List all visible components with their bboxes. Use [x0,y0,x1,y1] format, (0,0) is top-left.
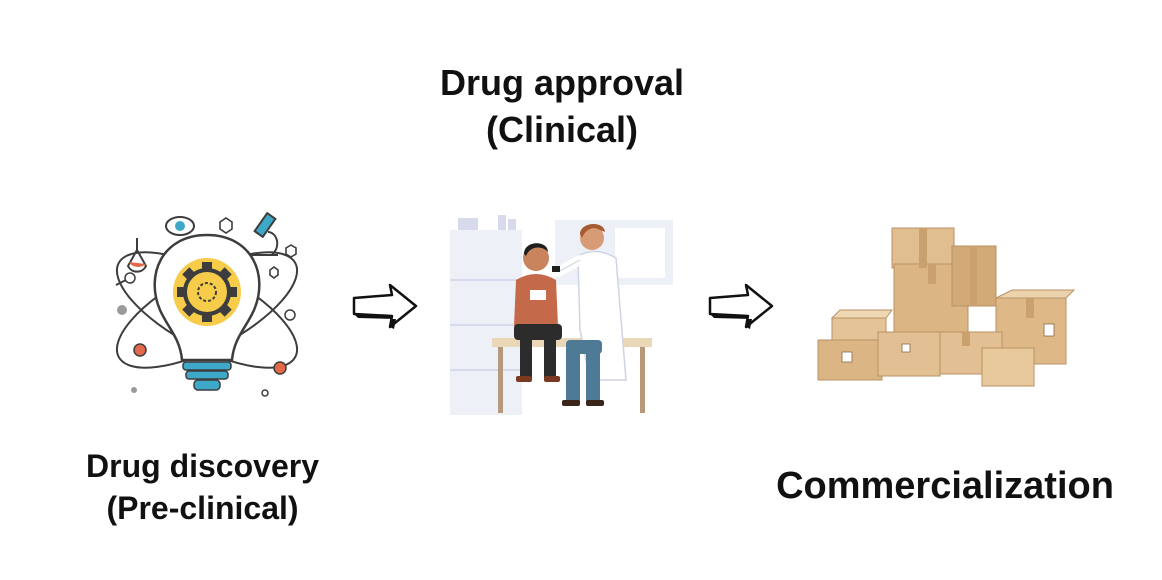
stage-label-drug-discovery: Drug discovery (Pre-clinical) [60,446,345,529]
doctor-patient-icon [450,215,673,415]
cardboard-boxes-icon [817,227,1076,387]
stage-title: Commercialization [776,465,1114,507]
stage-title: Drug discovery [86,448,319,484]
arrow-right-icon [708,283,774,329]
arrow-right-icon [352,283,418,329]
stage-label-drug-approval: Drug approval (Clinical) [412,60,712,154]
stage-title: Drug approval [439,62,685,103]
lightbulb-gear-icon [115,211,299,397]
stage-subtitle: (Clinical) [485,108,638,150]
stage-label-commercialization: Commercialization [740,462,1150,511]
stage-subtitle: (Pre-clinical) [106,489,299,526]
